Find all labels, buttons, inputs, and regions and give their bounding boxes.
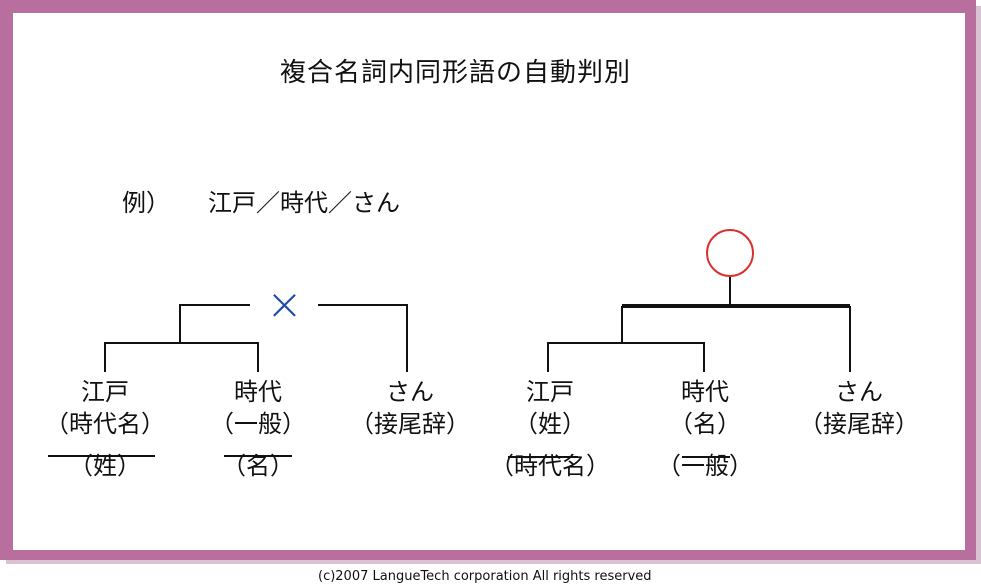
right-jidai-tag2: （一般）: [657, 452, 753, 480]
right-lower-bracket: [547, 342, 705, 372]
right-node-san: さん （接尾辞）: [779, 376, 939, 440]
right-edo-tag1: （姓）: [514, 410, 586, 438]
example-label: 例）: [122, 189, 170, 217]
right-edo-tag2: （時代名）: [490, 452, 610, 480]
copyright-text: (c)2007 LangueTech corporation All right…: [318, 569, 652, 584]
right-san-tag1: （接尾辞）: [799, 410, 919, 438]
left-edo-word: 江戸: [81, 378, 129, 406]
left-lower-bracket: [104, 342, 259, 372]
left-edo-tag2: （姓）: [69, 452, 141, 480]
left-upper-bracket: [179, 304, 250, 343]
left-jidai-tag2: （名）: [222, 452, 294, 480]
right-edo-word: 江戸: [526, 378, 574, 406]
right-jidai-word: 時代: [681, 378, 729, 406]
right-node-edo: 江戸 （姓） （時代名）: [470, 376, 630, 482]
left-jidai-tag1: （一般）: [210, 410, 306, 438]
left-san-tag1: （接尾辞）: [350, 410, 470, 438]
right-san-word: さん: [835, 378, 883, 406]
left-node-edo: 江戸 （時代名） （姓）: [25, 376, 185, 482]
diagram-title: 複合名詞内同形語の自動判別: [280, 58, 632, 88]
left-node-san: さん （接尾辞）: [330, 376, 490, 440]
right-jidai-tag1: （名）: [669, 410, 741, 438]
left-right-branch: [318, 304, 408, 372]
right-node-jidai: 時代 （名） （一般）: [625, 376, 785, 482]
left-edo-tag1: （時代名）: [45, 410, 165, 438]
cross-mark: ×: [266, 279, 303, 330]
left-tree-lines: [48, 304, 408, 457]
left-node-jidai: 時代 （一般） （名）: [178, 376, 338, 482]
left-san-word: さん: [386, 378, 434, 406]
example-text: 江戸／時代／さん: [208, 189, 400, 217]
circle-mark: [706, 229, 754, 277]
right-tree-lines: [508, 277, 851, 458]
content-panel: [13, 13, 965, 550]
left-jidai-word: 時代: [234, 378, 282, 406]
